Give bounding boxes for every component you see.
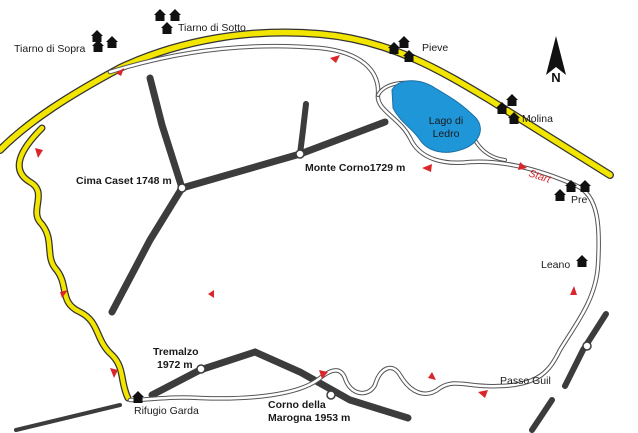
peak-marker-corno-della-marogna xyxy=(326,390,336,400)
house-icon xyxy=(554,189,566,201)
house-icon xyxy=(576,255,588,267)
arrow-icon xyxy=(422,164,432,172)
lake-label-line1: Lago di xyxy=(429,115,463,127)
label-tiarno-di-sotto: Tiarno di Sotto xyxy=(178,22,246,34)
house-icon xyxy=(106,36,118,48)
ridge-passo-guil xyxy=(562,311,609,389)
label-tiarno-di-sopra: Tiarno di Sopra xyxy=(14,43,86,55)
village-labels: Tiarno di Sopra Tiarno di Sotto Pieve Mo… xyxy=(14,22,588,417)
house-icon xyxy=(579,180,591,192)
house-icon xyxy=(169,9,181,21)
lake-label-line2: Ledro xyxy=(433,128,460,140)
house-icon xyxy=(506,94,518,106)
label-start: Start xyxy=(527,167,553,186)
label-molina: Molina xyxy=(522,113,553,125)
house-icon xyxy=(161,22,173,34)
label-monte-corno: Monte Corno1729 m xyxy=(305,162,405,174)
ridge-tremalzo xyxy=(148,348,412,422)
north-arrow-icon xyxy=(546,36,566,75)
arrow-icon xyxy=(518,162,527,170)
ridge-monte-corno-spur xyxy=(297,101,309,157)
village-houses xyxy=(91,9,591,403)
peak-labels: Cima Caset 1748 m Monte Corno1729 m Trem… xyxy=(76,162,405,424)
arrow-icon xyxy=(35,148,43,158)
label-corno-della-marogna-line2: Marogna 1953 m xyxy=(268,412,350,424)
arrow-icon xyxy=(428,372,436,380)
ridge-passo-guil-south xyxy=(529,397,555,433)
ridge-cima-caset-east xyxy=(178,118,389,192)
arrow-icon xyxy=(116,68,124,76)
ridge-rifugio-garda-track xyxy=(14,403,122,432)
peak-marker-tremalzo xyxy=(196,364,206,374)
route-arrows xyxy=(35,55,577,398)
ridges xyxy=(14,74,609,433)
ridge-cima-caset-south xyxy=(108,184,186,316)
arrow-icon xyxy=(478,390,488,398)
ridge-cima-caset-north xyxy=(146,74,186,192)
label-cima-caset: Cima Caset 1748 m xyxy=(76,175,172,187)
north-arrow: N xyxy=(546,36,566,85)
label-passo-guil: Passo Guil xyxy=(500,375,551,387)
arrow-icon xyxy=(110,368,118,378)
house-icon xyxy=(154,9,166,21)
peak-markers xyxy=(177,149,592,400)
label-tremalzo-line2: 1972 m xyxy=(157,359,193,371)
label-pre: Pre xyxy=(571,194,588,206)
house-icon xyxy=(132,391,144,403)
house-icon xyxy=(91,30,103,42)
label-pieve: Pieve xyxy=(422,42,448,54)
label-rifugio-garda: Rifugio Garda xyxy=(134,405,199,417)
house-icon xyxy=(398,36,410,48)
label-tremalzo-line1: Tremalzo xyxy=(153,346,199,358)
lake-ledro xyxy=(391,80,481,153)
arrow-icon xyxy=(330,55,340,63)
arrow-icon xyxy=(319,370,328,379)
arrow-icon xyxy=(208,290,214,298)
arrow-icon xyxy=(570,286,577,295)
house-icon xyxy=(388,42,400,54)
lake-label: Lago di Ledro xyxy=(429,115,463,140)
north-label: N xyxy=(551,70,560,85)
main-road xyxy=(0,28,614,402)
label-corno-della-marogna-line1: Corno della xyxy=(268,399,326,411)
peak-marker-cima-caset xyxy=(177,183,187,193)
arrow-icon xyxy=(60,290,68,298)
peak-marker-monte-corno xyxy=(295,149,305,159)
marker-passo-guil xyxy=(582,341,592,351)
label-leano: Leano xyxy=(541,259,570,271)
